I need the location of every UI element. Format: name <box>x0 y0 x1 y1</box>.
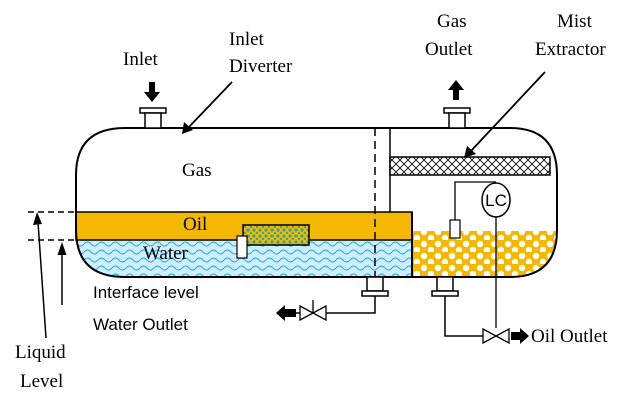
vessel-contents <box>76 212 557 277</box>
water-layer <box>76 240 412 277</box>
inlet-diverter-pointer <box>182 81 233 134</box>
oil-layer-label: Oil <box>183 214 207 235</box>
oil-float <box>449 219 461 239</box>
liquid-level-arrow <box>33 212 47 339</box>
mist-extractor-pad <box>389 156 551 176</box>
interface-level-arrow <box>57 242 67 305</box>
water-outlet-pipe <box>313 296 376 314</box>
liquid-level-label-line1: Liquid <box>15 342 66 363</box>
oil-outlet-arrow <box>511 328 529 344</box>
inlet-diverter-label-line1: Inlet <box>229 29 265 50</box>
water-outlet-nozzle <box>361 276 389 297</box>
oil-chamber-liquid <box>412 231 557 277</box>
mist-extractor-label-line2: Extractor <box>535 39 606 60</box>
inlet-diverter-label-line2: Diverter <box>229 56 293 77</box>
inlet-diverter-box <box>242 224 310 246</box>
gas-outlet-nozzle <box>443 107 471 129</box>
oil-layer <box>76 212 412 240</box>
lc-label: LC <box>485 191 507 210</box>
oil-outlet-nozzle <box>431 276 459 297</box>
water-outlet-arrow <box>276 305 296 321</box>
water-outlet-valve <box>296 300 327 322</box>
gas-outlet-label-line1: Gas <box>437 11 467 32</box>
inlet-label: Inlet <box>123 49 159 70</box>
mist-extractor-pointer <box>464 71 546 158</box>
oil-outlet-label: Oil Outlet <box>531 326 608 347</box>
oil-outlet-pipe <box>444 296 483 337</box>
water-layer-label: Water <box>143 243 189 264</box>
interface-float <box>236 235 248 259</box>
liquid-level-label-line2: Level <box>20 371 63 392</box>
vessel-shell <box>75 127 558 278</box>
inlet-arrow-icon <box>144 82 160 102</box>
gas-region-label: Gas <box>182 160 212 181</box>
lc-signal-line <box>454 181 496 220</box>
gas-outlet-arrow-icon <box>448 80 464 100</box>
gas-outlet-label-line2: Outlet <box>425 39 473 60</box>
mist-extractor-label-line1: Mist <box>557 11 593 32</box>
inlet-nozzle <box>139 107 167 129</box>
water-outlet-label: Water Outlet <box>93 315 188 334</box>
oil-outlet-valve <box>482 327 510 345</box>
interface-level-label: Interface level <box>93 283 199 302</box>
